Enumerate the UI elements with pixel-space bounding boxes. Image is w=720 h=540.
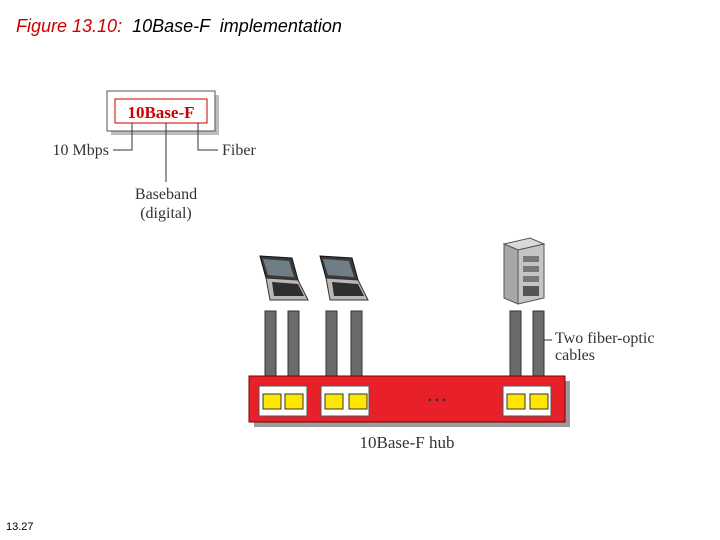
server-side xyxy=(503,243,519,305)
name-box-label: 10Base-F xyxy=(127,103,194,122)
server-drive-bay xyxy=(523,256,539,262)
hub-ellipsis: • • • xyxy=(428,393,447,407)
hub: • • • xyxy=(248,375,570,427)
laptop-icon xyxy=(259,255,309,301)
speed-leader-line xyxy=(113,123,133,151)
fiber-port xyxy=(348,393,368,410)
medium-label: Fiber xyxy=(222,142,256,159)
server-drive-bay xyxy=(523,266,539,272)
medium-leader-line xyxy=(197,123,218,151)
server-panel xyxy=(523,286,539,296)
fiber-port xyxy=(284,393,304,410)
server-drive-bay xyxy=(523,276,539,282)
signal-label-line2: (digital) xyxy=(140,205,192,222)
name-box-inner xyxy=(114,98,208,124)
fiber-cable xyxy=(350,310,363,387)
fiber-cable xyxy=(509,310,522,387)
fiber-cable xyxy=(287,310,300,387)
speed-label: 10 Mbps xyxy=(53,142,109,159)
fiber-cables xyxy=(264,310,545,387)
fiber-port xyxy=(529,393,549,410)
name-breakdown: 10Base-F 10 Mbps Fiber Baseband (digital… xyxy=(53,90,256,222)
fiber-port xyxy=(324,393,344,410)
fiber-port xyxy=(506,393,526,410)
laptop-display xyxy=(263,259,294,277)
server-icon xyxy=(502,237,546,305)
laptop-display xyxy=(323,259,354,277)
laptop-keyboard xyxy=(272,282,304,296)
figure-label: Figure 13.10: xyxy=(16,16,123,36)
laptop-keyboard xyxy=(332,282,364,296)
fiber-port xyxy=(262,393,282,410)
cable-label-line2: cables xyxy=(555,347,595,364)
fiber-cable xyxy=(532,310,545,387)
figure-title: Figure 13.10: 10Base-F implementation xyxy=(16,16,342,37)
fiber-cable xyxy=(264,310,277,387)
hub-label: 10Base-F hub xyxy=(360,433,455,452)
page-number: 13.27 xyxy=(6,521,34,533)
fiber-cable xyxy=(325,310,338,387)
figure-caption: 10Base-F implementation xyxy=(132,16,342,36)
signal-label-line1: Baseband xyxy=(135,186,197,203)
cable-label-line1: Two fiber-optic xyxy=(555,330,654,347)
laptop-icon xyxy=(319,255,369,301)
